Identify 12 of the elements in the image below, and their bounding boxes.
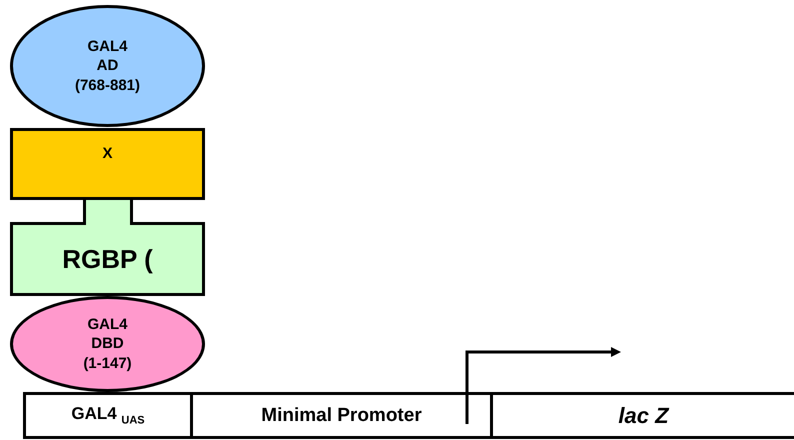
gene-segment — [490, 392, 794, 439]
protein-box — [10, 128, 205, 200]
dna-segment — [23, 392, 193, 439]
segment-label: lac Z — [618, 402, 669, 428]
segment-label: Minimal Promoter — [261, 404, 422, 426]
protein-label: GAL4 AD (768-881) — [74, 36, 142, 96]
segment-label: GAL4 $_{UAS}$ — [71, 404, 145, 427]
protein-label: RGBP ( — [62, 244, 153, 274]
protein-label: GAL4 DBD (1-147) — [82, 314, 133, 374]
protein-label: X — [102, 145, 112, 162]
dna-segment — [190, 392, 493, 439]
bait-protein-box — [10, 222, 205, 296]
